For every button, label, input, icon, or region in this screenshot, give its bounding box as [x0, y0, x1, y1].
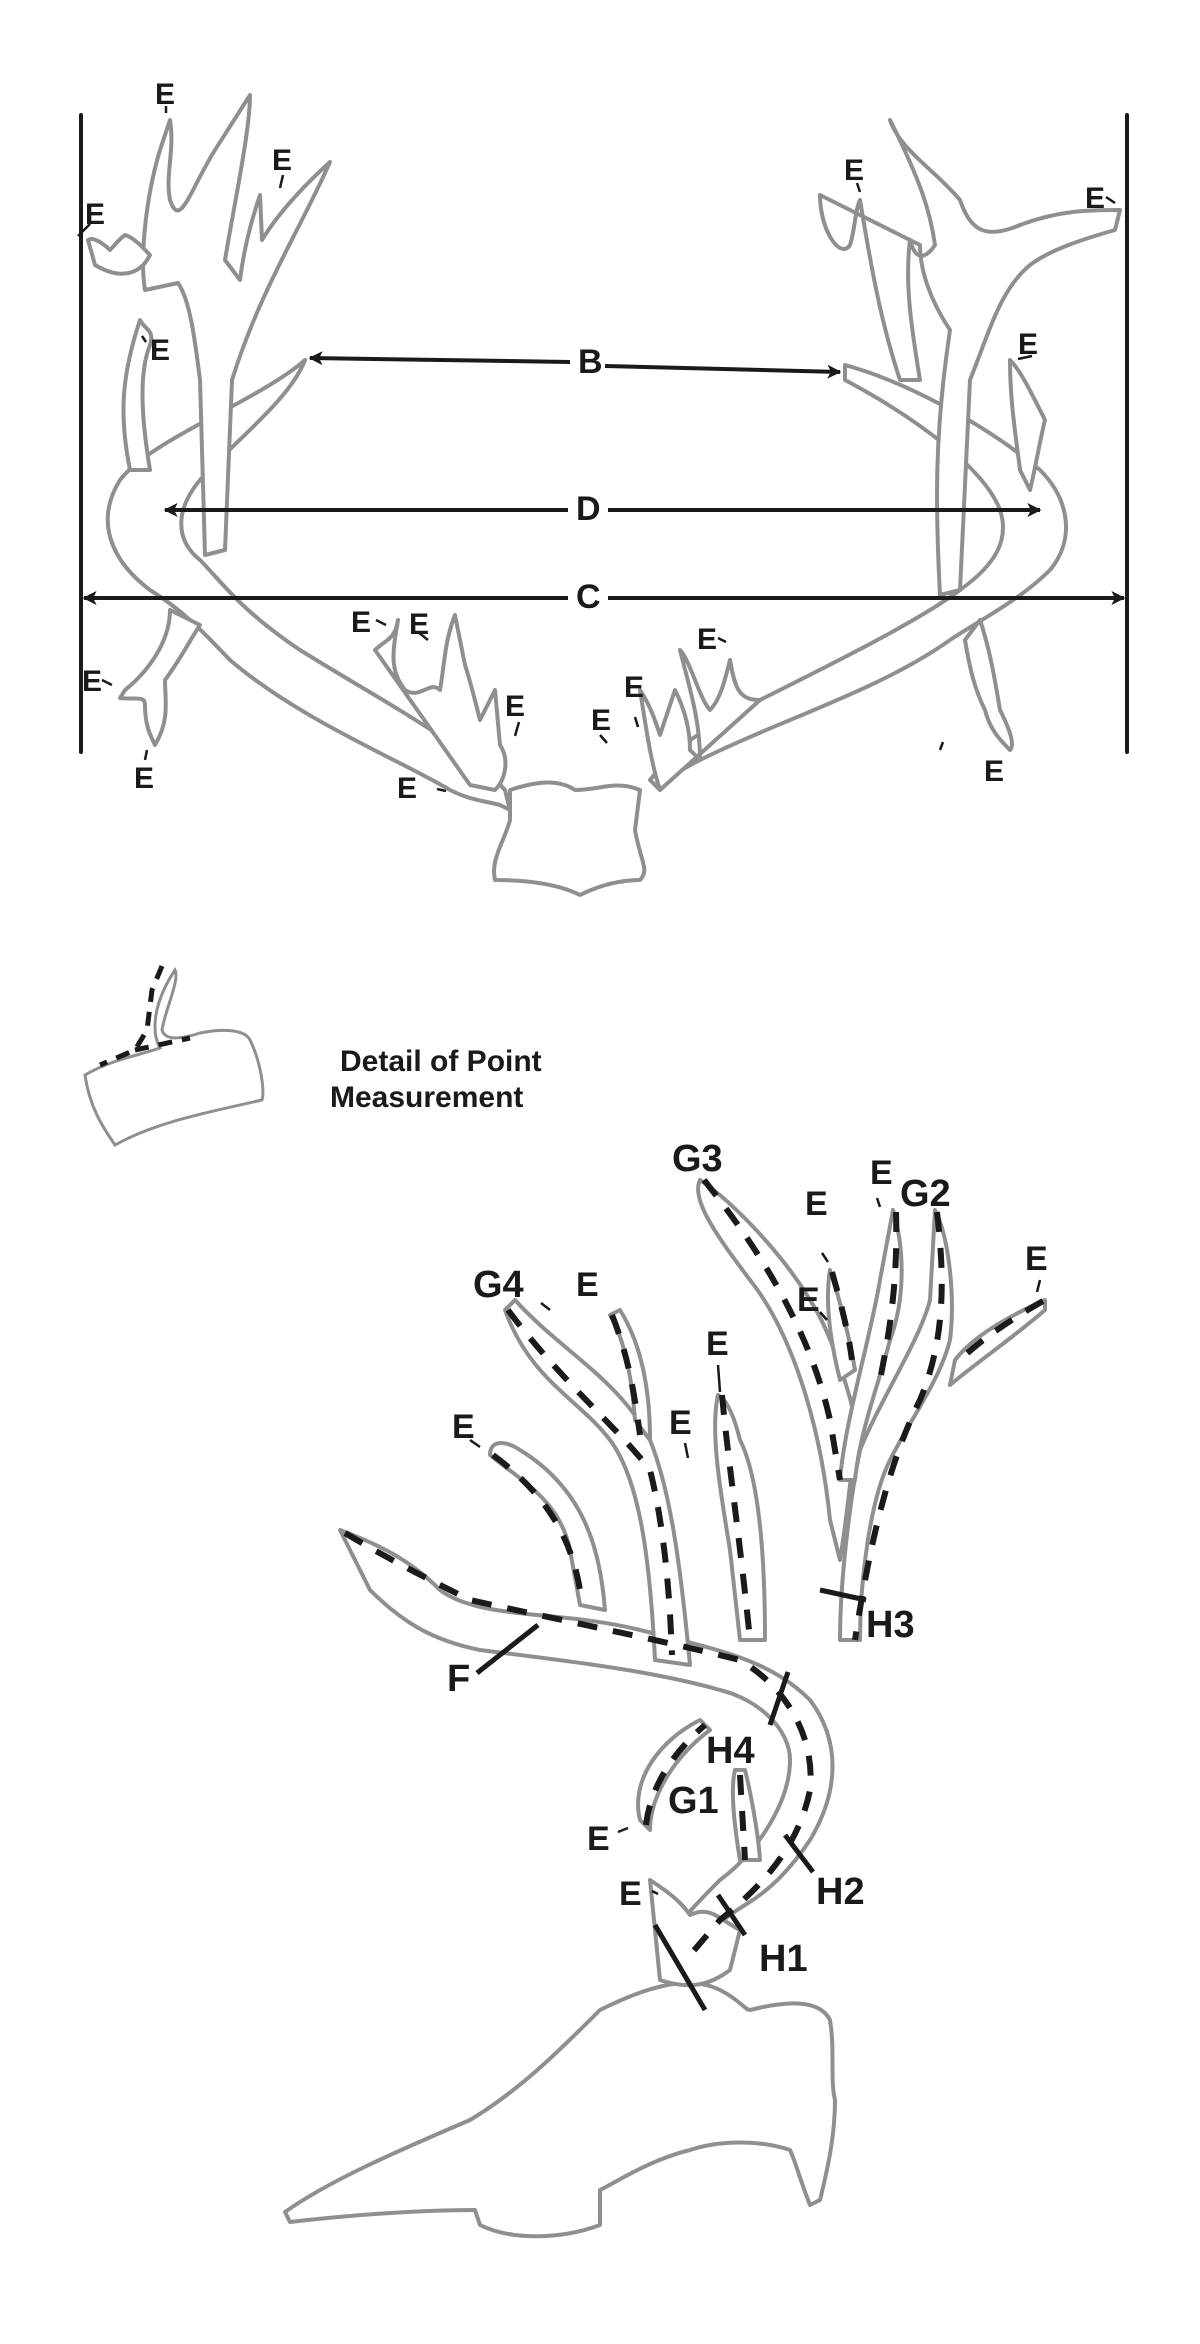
label-e: E [669, 1404, 692, 1442]
side-tine-e2 [608, 1308, 652, 1442]
label-e: E [870, 1154, 893, 1192]
side-measure-ticks [475, 1587, 867, 2012]
label-g3: G3 [672, 1138, 723, 1180]
label-e: E [706, 1325, 729, 1363]
label-h2: H2 [816, 1871, 865, 1913]
label-h4: H4 [706, 1730, 755, 1772]
detail-caption-line1: Detail of Point [340, 1045, 542, 1078]
point-label-e: E [697, 623, 718, 656]
left-outer-tine [86, 233, 152, 276]
point-label-e: E [155, 78, 176, 111]
label-e: E [619, 1875, 642, 1913]
span-label-d: D [576, 490, 601, 528]
side-tine-e1 [488, 1441, 607, 1612]
point-label-e: E [505, 690, 526, 723]
side-tine-g1 [730, 1768, 762, 1862]
label-e: E [587, 1820, 610, 1858]
front-view [79, 93, 1129, 897]
detail-beam-segment [83, 967, 265, 1147]
point-label-e: E [591, 704, 612, 737]
side-leader-ticks [469, 1197, 1042, 1459]
span-label-c: C [576, 578, 601, 616]
point-label-e: E [624, 671, 645, 704]
left-brow-tines [373, 613, 508, 792]
label-e: E [797, 1281, 820, 1319]
front-arrows [82, 351, 1126, 605]
label-h3: H3 [866, 1604, 915, 1646]
point-label-e: E [397, 772, 418, 805]
skull-side [283, 1980, 837, 2239]
label-g1: G1 [668, 1780, 719, 1822]
point-detail [83, 965, 265, 1147]
side-tine-e3 [713, 1393, 767, 1642]
label-e: E [1025, 1240, 1048, 1278]
side-view [283, 1178, 1047, 2239]
label-e: E [805, 1185, 828, 1223]
label-g4: G4 [473, 1264, 524, 1306]
right-brow-tines [638, 648, 762, 792]
left-upper-tines [141, 93, 332, 557]
label-h1: H1 [759, 1938, 808, 1980]
skull-cap [492, 780, 647, 897]
point-label-e: E [844, 154, 865, 187]
point-label-e: E [82, 665, 103, 698]
point-label-e: E [1085, 182, 1106, 215]
e-lower-leader [617, 1826, 629, 1834]
point-label-e: E [85, 198, 106, 231]
side-tine-e5 [948, 1298, 1047, 1387]
e-burr-leader [651, 1889, 659, 1896]
span-b-left-arrow [308, 351, 571, 366]
point-label-e: E [134, 762, 155, 795]
front-leader-ticks [77, 106, 1116, 793]
h1-base-line [652, 1923, 708, 2012]
span-label-b: B [578, 343, 603, 381]
f-leader-line [475, 1623, 540, 1675]
right-inner-tine [1008, 358, 1047, 492]
h1-tick [715, 1893, 748, 1937]
right-upper-tines [818, 118, 1122, 597]
point-label-e: E [1018, 328, 1039, 361]
detail-dashed-measure [99, 965, 191, 1068]
detail-caption-line2: Measurement [330, 1081, 524, 1114]
side-tine-g3 [696, 1178, 862, 1562]
label-e: E [452, 1408, 475, 1446]
point-label-e: E [984, 755, 1005, 788]
label-g2: G2 [900, 1173, 951, 1215]
h2-tick [783, 1833, 815, 1874]
point-label-e: E [272, 144, 293, 177]
h3-tick [819, 1587, 867, 1603]
point-label-e: E [150, 334, 171, 367]
label-e: E [576, 1266, 599, 1304]
label-f: F [447, 1658, 471, 1700]
point-label-e: E [351, 606, 372, 639]
right-lower-tine [963, 618, 1014, 752]
side-tine-e4 [838, 1208, 904, 1482]
left-lower-tine [118, 608, 202, 747]
left-inner-tine [121, 318, 154, 472]
span-b-right-arrow [604, 364, 842, 379]
side-dashed-measures [343, 1178, 1045, 1957]
h4-tick [767, 1671, 791, 1726]
point-label-e: E [409, 608, 430, 641]
detail-caption: Detail of Point Measurement [330, 1044, 542, 1116]
